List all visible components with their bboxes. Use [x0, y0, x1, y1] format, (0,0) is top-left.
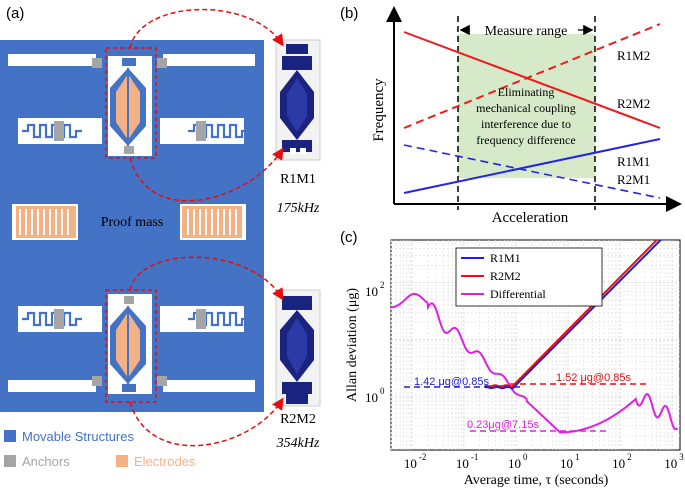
xtick-label: 10 — [404, 456, 417, 471]
xtick-exponent: 2 — [627, 452, 632, 462]
xtick-exponent: 3 — [679, 452, 684, 462]
ytick-exponent: 2 — [380, 280, 385, 290]
anchor — [92, 58, 102, 68]
comb-electrode-left — [12, 204, 78, 240]
spring-serpentine — [22, 311, 82, 327]
resonator-photo-top — [275, 39, 321, 161]
curve-differential — [391, 292, 679, 434]
proof-mass-label: Proof mass — [101, 215, 164, 230]
xtick-label: 10 — [508, 456, 521, 471]
anchor — [92, 376, 102, 386]
zoom-arrow — [129, 147, 284, 202]
xtick-exponent: 0 — [523, 452, 528, 462]
ytick-exponent: 0 — [380, 386, 385, 396]
xtick-exponent: 1 — [575, 452, 580, 462]
annotation-line-2: mechanical coupling — [476, 101, 576, 115]
resonator-bottom — [105, 289, 157, 403]
anchor — [196, 309, 206, 329]
panel-b-label: (b) — [340, 5, 358, 22]
annotation-r2m2: 1.52 μg@0.85s — [556, 372, 631, 384]
label-r2m2: R2M2 — [617, 96, 650, 111]
anchor — [196, 121, 206, 141]
plot-y-axis-label: Allan deviation (μg) — [345, 288, 360, 402]
anchor — [54, 309, 64, 329]
annotation-differential: 0.23μg@7.15s — [467, 419, 539, 431]
xtick-label: 10 — [456, 456, 469, 471]
anchor — [54, 121, 64, 141]
measure-range-label: Measure range — [485, 24, 568, 39]
beam-slot — [8, 54, 96, 66]
curve-r1m1 — [484, 240, 663, 390]
annotation-line-3: interference due to — [481, 117, 571, 131]
curve-r2m2 — [484, 240, 659, 388]
measure-range-shade — [458, 34, 595, 178]
x-axis-label: Acceleration — [492, 210, 569, 226]
legend-label-r1m1: R1M1 — [490, 251, 521, 265]
comb-electrode-right — [180, 204, 246, 240]
zoom-arrow — [129, 397, 284, 447]
resonator-bottom-freq: 354kHz — [276, 436, 320, 451]
annotation-line-4: frequency difference — [476, 133, 575, 147]
xtick-exponent: -2 — [419, 452, 427, 462]
line-r2m2 — [403, 31, 661, 129]
xtick-label: 10 — [560, 456, 573, 471]
line-r1m2 — [403, 23, 661, 129]
anchor — [157, 376, 167, 386]
line-r1m1 — [403, 138, 661, 194]
beam-slot — [163, 54, 255, 66]
label-r1m1: R1M1 — [617, 154, 650, 169]
xtick-label: 10 — [664, 456, 677, 471]
beam-slot — [8, 380, 96, 392]
resonator-photo-bottom — [275, 289, 321, 407]
legend-label-electrodes: Electrodes — [134, 454, 196, 469]
legend-label-movable: Movable Structures — [22, 429, 134, 444]
legend-label-r2m2: R2M2 — [490, 269, 521, 283]
resonator-top-name: R1M1 — [280, 172, 316, 187]
resonator-top — [105, 47, 157, 159]
xtick-exponent: -1 — [471, 452, 479, 462]
legend-swatch-movable — [4, 430, 16, 442]
panel-a-label: (a) — [6, 5, 24, 22]
ytick-label: 10 — [365, 284, 378, 299]
panel-c-label: (c) — [340, 229, 358, 246]
xtick-label: 10 — [612, 456, 625, 471]
annotation-line-1: Eliminating — [498, 85, 555, 99]
panel-b: (b) Measure range Eliminating mechanical… — [340, 5, 682, 226]
legend-swatch-anchors — [4, 455, 16, 467]
panel-c: (c) 1.42 μg@0.85s 1.52 μg@0.85s 0.23μg@7… — [340, 229, 684, 488]
beam-slot — [163, 380, 255, 392]
resonator-top-freq: 175kHz — [277, 201, 320, 216]
legend-label-anchors: Anchors — [22, 454, 70, 469]
legend-swatch-electrodes — [116, 455, 128, 467]
label-r1m2: R1M2 — [617, 48, 650, 63]
zoom-arrow — [129, 8, 284, 49]
ytick-label: 10 — [365, 390, 378, 405]
annotation-r1m1: 1.42 μg@0.85s — [414, 376, 489, 388]
line-r2m1 — [403, 144, 661, 199]
anchor — [157, 58, 167, 68]
zoom-arrow — [129, 256, 284, 301]
legend-label-differential: Differential — [490, 287, 546, 301]
y-axis-label: Frequency — [371, 78, 387, 142]
label-r2m1: R2M1 — [617, 172, 650, 187]
resonator-bottom-name: R2M2 — [280, 412, 316, 427]
plot-x-axis-label: Average time, τ (seconds) — [464, 473, 609, 488]
spring-serpentine — [22, 123, 82, 139]
panel-a: (a) — [0, 5, 321, 469]
